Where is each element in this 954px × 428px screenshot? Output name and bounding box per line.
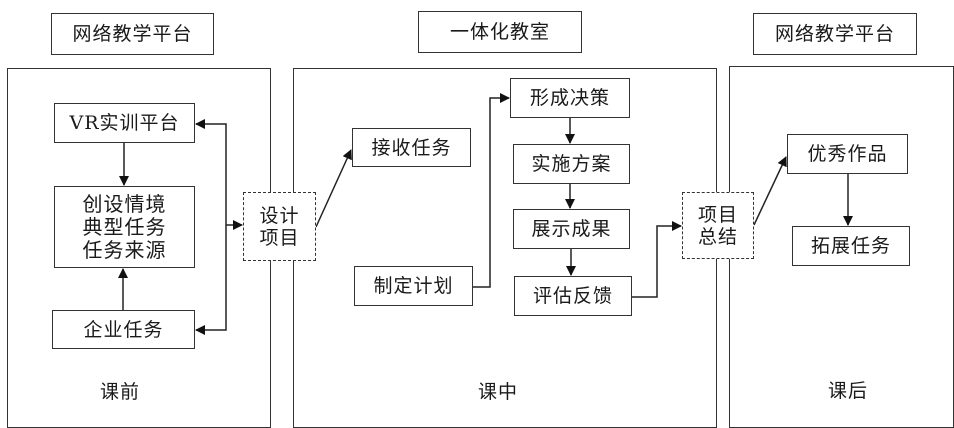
header-left-label: 网络教学平台 [72, 23, 193, 45]
phase-during-label: 课中 [478, 381, 519, 403]
make-plan-label: 制定计划 [373, 275, 454, 297]
header-middle-classroom: 一体化教室 [418, 11, 582, 53]
evaluate-feedback-label: 评估反馈 [532, 285, 613, 307]
extend-task-box: 拓展任务 [792, 226, 910, 266]
make-plan-box: 制定计划 [354, 266, 473, 306]
enterprise-task-box: 企业任务 [52, 310, 195, 349]
phase-after-label: 课后 [828, 380, 869, 402]
scenario-label: 创设情境 典型任务 任务来源 [82, 191, 167, 262]
extend-task-label: 拓展任务 [810, 235, 891, 257]
header-left-platform: 网络教学平台 [51, 13, 214, 55]
show-results-box: 展示成果 [513, 209, 630, 249]
receive-task-box: 接收任务 [352, 128, 471, 167]
design-project-box: 设计 项目 [243, 192, 316, 261]
excellent-works-box: 优秀作品 [787, 134, 908, 174]
scenario-box: 创设情境 典型任务 任务来源 [54, 186, 195, 268]
vr-training-platform-label: VR实训平台 [69, 112, 180, 134]
panel-during-class [293, 68, 717, 428]
header-middle-label: 一体化教室 [449, 21, 550, 43]
implement-plan-label: 实施方案 [531, 153, 612, 175]
vr-training-platform-box: VR实训平台 [54, 103, 195, 143]
design-project-label: 设计 项目 [259, 204, 300, 249]
excellent-works-label: 优秀作品 [807, 143, 888, 165]
receive-task-label: 接收任务 [371, 136, 452, 159]
enterprise-task-label: 企业任务 [83, 318, 164, 341]
form-decision-label: 形成决策 [529, 87, 610, 109]
header-right-platform: 网络教学平台 [753, 13, 917, 55]
phase-before-label: 课前 [100, 381, 141, 403]
project-summary-box: 项目 总结 [682, 192, 754, 259]
evaluate-feedback-box: 评估反馈 [514, 276, 632, 316]
form-decision-box: 形成决策 [510, 78, 630, 118]
header-right-label: 网络教学平台 [774, 23, 895, 45]
project-summary-label: 项目 总结 [697, 203, 738, 248]
implement-plan-box: 实施方案 [513, 144, 630, 184]
show-results-label: 展示成果 [531, 218, 612, 240]
